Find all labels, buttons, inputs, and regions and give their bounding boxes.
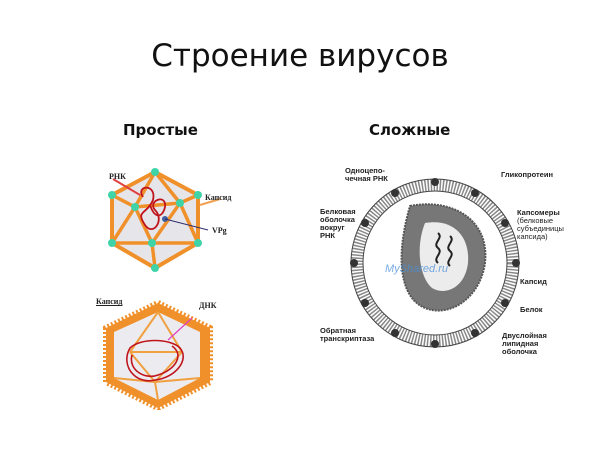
label-rna: РНК	[109, 172, 126, 181]
slide-title: Строение вирусов	[151, 38, 449, 74]
label-capsid-complex: Капсид	[520, 277, 547, 286]
simple-dna-virus-diagram	[103, 300, 213, 410]
heading-simple: Простые	[123, 121, 198, 139]
label-dna: ДНК	[199, 301, 217, 310]
label-glycoprotein: Гликопротеин	[501, 170, 553, 179]
label-vpg: VPg	[212, 226, 227, 235]
complex-virus-diagram	[350, 178, 520, 348]
label-capsid-dna: Капсид	[96, 297, 123, 306]
simple-rna-virus-diagram	[108, 168, 221, 272]
label-protein: Белок	[520, 305, 543, 314]
heading-complex: Сложные	[369, 121, 451, 139]
label-ss-rna: Одноцепо-чечная РНК	[345, 166, 388, 183]
label-capsid-rna: Капсид	[205, 193, 232, 202]
watermark: MyShared.ru	[385, 263, 448, 275]
